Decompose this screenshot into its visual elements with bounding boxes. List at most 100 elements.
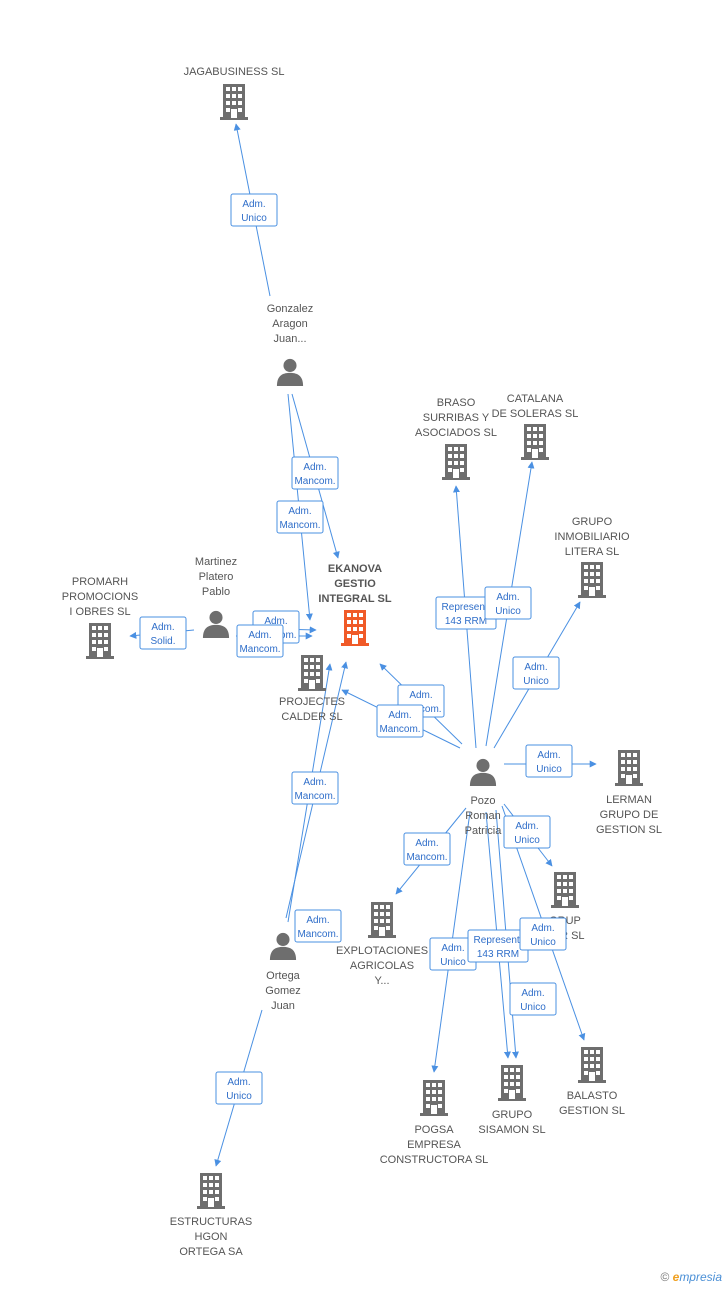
edge-label-line: Adm. bbox=[288, 506, 311, 517]
edge-label-line: Mancom. bbox=[406, 852, 447, 863]
edge-label-pozo-sisamon[interactable]: Adm.Unico bbox=[509, 982, 557, 1016]
node-label-line: PROJECTES bbox=[279, 696, 345, 708]
node-label-line: EXPLOTACIONES bbox=[336, 945, 428, 957]
edge-label-box bbox=[403, 832, 451, 866]
node-label-line: BALASTO bbox=[567, 1090, 618, 1102]
node-pogsa[interactable]: POGSA EMPRESA CONSTRUCTORA SL bbox=[380, 1080, 489, 1166]
building-icon bbox=[86, 623, 114, 659]
edge-label-box bbox=[519, 917, 567, 951]
node-label-line: Juan bbox=[271, 1000, 295, 1012]
node-label-line: JAGABUSINESS SL bbox=[184, 66, 285, 78]
edge-label-line: Unico bbox=[530, 937, 556, 948]
edge-label-pozo-catalana[interactable]: Adm.Unico bbox=[484, 586, 532, 620]
edge-label-line: Adm. bbox=[264, 616, 287, 627]
edge-label-box bbox=[509, 982, 557, 1016]
edge-label-line: Unico bbox=[440, 957, 466, 968]
edge-label-line: Mancom. bbox=[379, 724, 420, 735]
edge-label-ortega-ekanova[interactable]: Adm.Mancom. bbox=[291, 771, 339, 805]
node-projectes[interactable]: PROJECTES CALDER SL bbox=[279, 655, 345, 723]
edge-label-pozo-grupyer[interactable]: Adm.Unico bbox=[503, 815, 551, 849]
node-label-line: EMPRESA bbox=[407, 1139, 461, 1151]
edge-label-box bbox=[503, 815, 551, 849]
node-label-line: LITERA SL bbox=[565, 546, 619, 558]
edge-label-line: Mancom. bbox=[239, 644, 280, 655]
node-label-line: GESTION SL bbox=[559, 1105, 625, 1117]
node-balasto[interactable]: BALASTO GESTION SL bbox=[559, 1047, 625, 1117]
edge-label-box bbox=[525, 744, 573, 778]
edge-label-line: Mancom. bbox=[294, 476, 335, 487]
edge-label-gonzalez-jagabusiness[interactable]: Adm.Unico bbox=[230, 193, 278, 227]
node-label-line: AGRICOLAS bbox=[350, 960, 414, 972]
edge-label-line: Adm. bbox=[242, 199, 265, 210]
building-icon bbox=[551, 872, 579, 908]
node-label-line: GESTION SL bbox=[596, 824, 662, 836]
node-label-line: Gomez bbox=[265, 985, 300, 997]
edge-label-pozo-projectes[interactable]: Adm.Mancom. bbox=[376, 704, 424, 738]
edge-label-line: Mancom. bbox=[279, 520, 320, 531]
node-label-line: PROMARH bbox=[72, 576, 128, 588]
building-icon bbox=[615, 750, 643, 786]
node-label-line: HGON bbox=[195, 1231, 228, 1243]
node-label-line: Y... bbox=[374, 975, 389, 987]
copyright-symbol: © bbox=[660, 1270, 670, 1284]
node-label-line: CONSTRUCTORA SL bbox=[380, 1154, 489, 1166]
node-label-line: CATALANA bbox=[507, 393, 564, 405]
edge-label-ortega-estructuras[interactable]: Adm.Unico bbox=[215, 1071, 263, 1105]
edge-label-line: Adm. bbox=[306, 915, 329, 926]
node-label-line: CALDER SL bbox=[281, 711, 342, 723]
edge-label-pozo-explotaciones[interactable]: Adm. Mancom. bbox=[403, 832, 451, 866]
edge-label-line: Adm. bbox=[227, 1077, 250, 1088]
brand-logo-initial: e bbox=[672, 1270, 680, 1284]
edge-label-line: Adm. bbox=[415, 838, 438, 849]
edge-label-pozo-braso[interactable]: Represent.143 RRM bbox=[435, 596, 497, 630]
building-icon bbox=[442, 444, 470, 480]
node-label-line: I OBRES SL bbox=[69, 606, 130, 618]
edge-label-line: Mancom. bbox=[297, 929, 338, 940]
edge-label-box bbox=[236, 624, 284, 658]
edge-label-pozo-lerman[interactable]: Adm.Unico bbox=[525, 744, 573, 778]
edge-label-pozo-balasto[interactable]: Adm.Unico bbox=[519, 917, 567, 951]
edge-label-line: 143 RRM bbox=[477, 949, 519, 960]
node-estructuras[interactable]: ESTRUCTURAS HGON ORTEGA SA bbox=[170, 1173, 253, 1258]
node-label-line: ASOCIADOS SL bbox=[415, 427, 497, 439]
edge-label-martinez-promarh[interactable]: Adm.Solid. bbox=[139, 616, 187, 650]
edge-label-box bbox=[512, 656, 560, 690]
node-label-line: BRASO bbox=[437, 397, 476, 409]
edge-label-box bbox=[230, 193, 278, 227]
edge-label-line: Solid. bbox=[150, 636, 175, 647]
building-icon bbox=[298, 655, 326, 691]
edge-label-pozo-sisamon[interactable]: Represent.143 RRM bbox=[467, 929, 529, 963]
edge-label-box bbox=[484, 586, 532, 620]
node-explotaciones[interactable]: EXPLOTACIONES AGRICOLAS Y... bbox=[336, 902, 428, 987]
node-label-line: ORTEGA SA bbox=[179, 1246, 243, 1258]
edge-label-ortega-projectes[interactable]: Adm. Mancom. bbox=[294, 909, 342, 943]
node-gonzalez[interactable]: GonzalezAragonJuan... bbox=[267, 303, 313, 386]
edge-label-box bbox=[139, 616, 187, 650]
edge-label-pozo-grupoinmob[interactable]: Adm.Unico bbox=[512, 656, 560, 690]
edge-label-line: Unico bbox=[523, 676, 549, 687]
node-label-line: POGSA bbox=[414, 1124, 454, 1136]
edge-label-line: 143 RRM bbox=[445, 616, 487, 627]
node-label-line: Gonzalez bbox=[267, 303, 313, 315]
edge-label-line: Mancom. bbox=[294, 791, 335, 802]
node-label-line: Roman bbox=[465, 810, 500, 822]
footer-brand[interactable]: © empresia bbox=[660, 1270, 722, 1284]
node-jagabusiness[interactable]: JAGABUSINESS SL bbox=[184, 66, 285, 120]
edge-label-gonzalez-ekanova[interactable]: Adm. Mancom. bbox=[276, 500, 324, 534]
node-label-line: ESTRUCTURAS bbox=[170, 1216, 253, 1228]
edge-label-martinez-ekanova[interactable]: Adm.Mancom. bbox=[236, 624, 284, 658]
node-label-line: EKANOVA bbox=[328, 563, 382, 575]
edge-label-gonzalez-ekanova[interactable]: Adm.Mancom. bbox=[291, 456, 339, 490]
